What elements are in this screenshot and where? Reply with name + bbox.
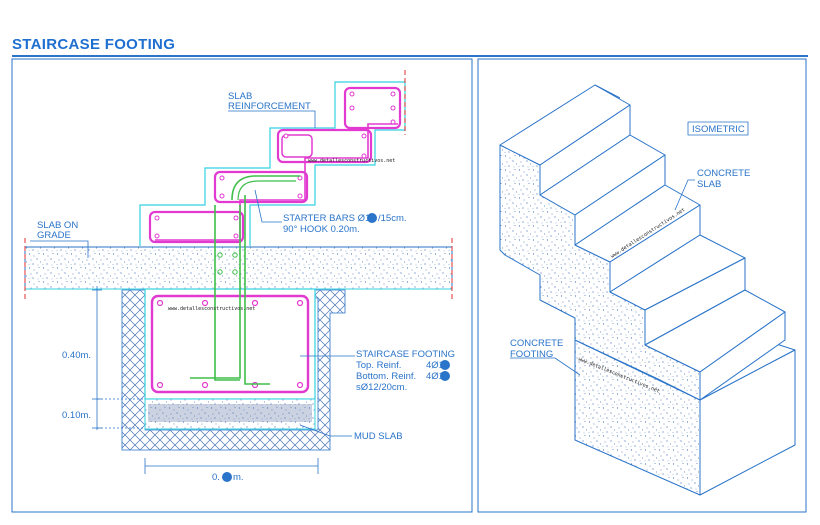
starter-bar-hook-top-2 xyxy=(237,180,296,201)
label-slab-on-grade-2: GRADE xyxy=(37,230,71,241)
title-underline xyxy=(12,55,808,57)
iso-label-box xyxy=(687,121,749,136)
stair-outline xyxy=(139,81,406,246)
dimension-lines xyxy=(92,286,319,474)
starter-bar-hook-top xyxy=(231,175,300,201)
label-concrete-footing-1: CONCRETE xyxy=(510,338,563,349)
redaction-dot-2 xyxy=(440,360,450,370)
label-starter-bars-2: 90° HOOK 0.20m. xyxy=(283,224,360,235)
starter-bar-3 xyxy=(244,195,270,385)
label-concrete-footing-2: FOOTING xyxy=(510,349,553,360)
starter-dots xyxy=(217,252,238,275)
label-slab-reinforcement-1: SLAB xyxy=(228,91,252,102)
rebar-stirrup-4b xyxy=(281,134,313,158)
redaction-dot-1 xyxy=(367,213,377,223)
label-concrete-slab-1: CONCRETE xyxy=(697,168,750,179)
starter-bar-1 xyxy=(214,205,240,381)
mud-slab-dense xyxy=(148,404,312,422)
rebar-stirrup-3 xyxy=(276,128,373,164)
slab-on-grade xyxy=(24,246,453,290)
label-starter-bars-1: STARTER BARS Ø1 xyxy=(283,213,370,224)
footing-stirrup xyxy=(150,294,310,394)
iso-footing-side xyxy=(699,349,796,496)
label-dim-depth: 0.40m. xyxy=(62,350,91,361)
redaction-dot-3 xyxy=(440,371,450,381)
label-isometric: ISOMETRIC xyxy=(692,124,745,135)
rebar-stirrup-1 xyxy=(148,210,245,244)
label-top-reinf: Top. Reinf. xyxy=(356,360,401,371)
label-mud-slab: MUD SLAB xyxy=(354,431,403,442)
label-footing-title: STAIRCASE FOOTING xyxy=(356,349,455,360)
label-bottom-reinf-val: 4Ø1 xyxy=(426,371,444,382)
isometric-frame xyxy=(477,58,807,513)
iso-top-edge xyxy=(594,84,621,99)
rebar-stirrup-2 xyxy=(213,170,309,204)
section-view: SLAB REINFORCEMENT SLAB ON GRADE STARTER… xyxy=(24,70,455,483)
stair-rebar-dots xyxy=(154,91,396,239)
label-starter-bars-1b: /15cm. xyxy=(378,213,407,224)
label-dim-mud: 0.10m. xyxy=(62,410,91,421)
rebar-stirrup-4 xyxy=(343,86,402,130)
watermark-section-1: www.detallesconstructivos.net xyxy=(308,158,395,164)
watermark-section-2: www.detallesconstructivos.net xyxy=(168,306,255,312)
leader-lines xyxy=(30,110,355,437)
section-frame xyxy=(11,58,473,513)
starter-bar-2 xyxy=(190,205,241,379)
label-slab-reinforcement-2: REINFORCEMENT xyxy=(228,101,311,112)
label-bottom-reinf-2: sØ12/20cm. xyxy=(356,382,407,393)
redaction-dot-4 xyxy=(222,472,232,482)
iso-riser-5 xyxy=(699,311,786,401)
isometric-view xyxy=(499,84,796,496)
page-title: STAIRCASE FOOTING xyxy=(12,36,176,53)
label-bottom-reinf: Bottom. Reinf. xyxy=(356,371,416,382)
iso-leader-footing xyxy=(510,357,581,376)
label-dim-width-b: m. xyxy=(233,472,244,483)
label-concrete-slab-2: SLAB xyxy=(697,179,721,190)
label-dim-width: 0. xyxy=(212,472,220,483)
label-top-reinf-val: 4Ø1 xyxy=(426,360,444,371)
mud-slab xyxy=(144,398,316,430)
iso-leader-slab xyxy=(674,179,695,211)
label-slab-on-grade-1: SLAB ON xyxy=(37,220,78,231)
footing-block xyxy=(144,288,316,400)
